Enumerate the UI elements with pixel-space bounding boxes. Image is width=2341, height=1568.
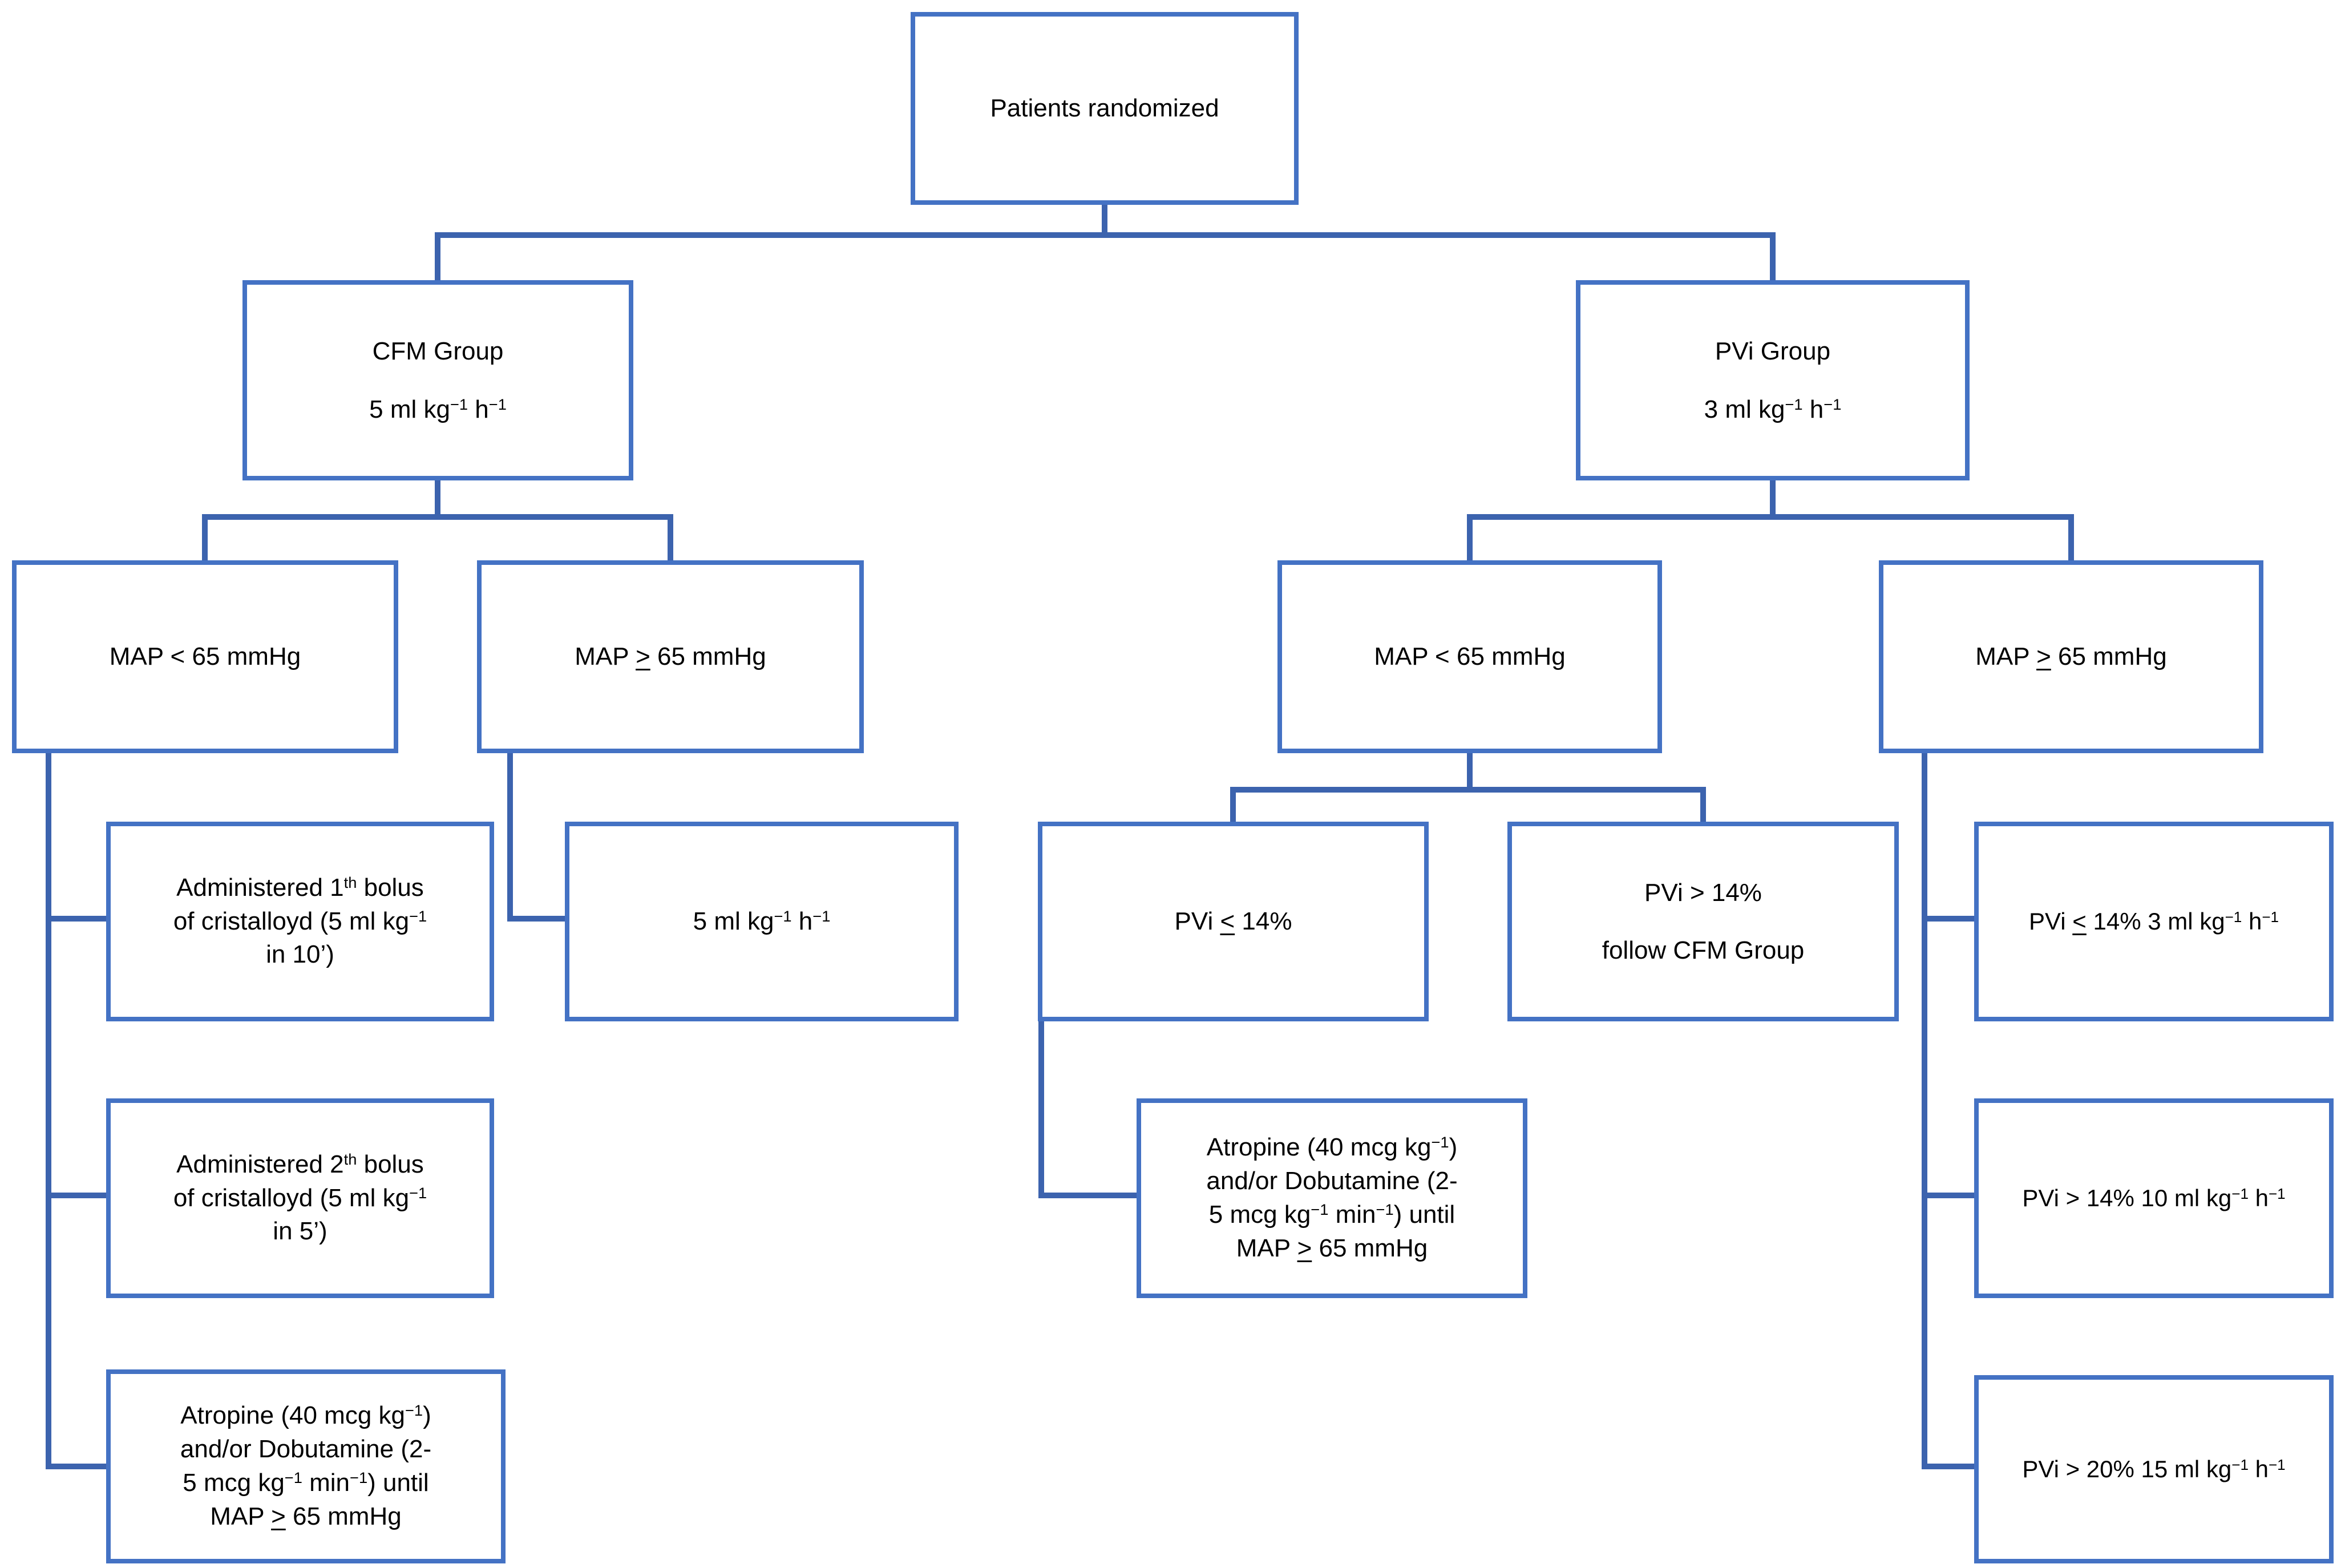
node-pvi-gt-20-15ml: PVi > 20% 15 ml kg−1 h−1 <box>1974 1375 2334 1563</box>
node-maintenance-5ml-label: 5 ml kg−1 h−1 <box>693 907 831 935</box>
node-pvi-map-lt-65-label: MAP < 65 mmHg <box>1374 642 1566 670</box>
node-cfm-map-lt-65-label: MAP < 65 mmHg <box>109 642 301 670</box>
node-cfm-map-ge-65: MAP > 65 mmHg <box>477 560 864 753</box>
connector-tier1-horizontal <box>435 232 1776 238</box>
connector-cfm-map-low-drop <box>202 514 208 560</box>
connector-cfm-chain-vertical <box>46 753 51 1469</box>
connector-root-stem <box>1102 205 1107 238</box>
node-pvi-gt-14-10ml-label: PVi > 14% 10 ml kg−1 h−1 <box>2022 1184 2286 1211</box>
node-pvi-gt-14-follow-cfm-label: PVi > 14%follow CFM Group <box>1602 878 1805 964</box>
node-atropine-dobutamine-cfm-label: Atropine (40 mcg kg−1)and/or Dobutamine … <box>180 1401 432 1530</box>
connector-pvi-low-drop <box>1230 787 1236 822</box>
connector-pvi-chain-vertical <box>1922 753 1927 1469</box>
connector-maintenance-stub <box>507 916 565 922</box>
connector-pvi-map-low-stem <box>1467 753 1473 793</box>
node-maintenance-5ml: 5 ml kg−1 h−1 <box>565 822 959 1021</box>
node-atropine-dobutamine-pvi-label: Atropine (40 mcg kg−1)and/or Dobutamine … <box>1206 1133 1458 1262</box>
connector-cfm-chain-stub-1 <box>46 916 106 922</box>
node-pvi-gt-14-10ml: PVi > 14% 10 ml kg−1 h−1 <box>1974 1098 2334 1298</box>
connector-pvi-map-high-drop <box>2068 514 2074 560</box>
connector-pvi-chain-stub-1 <box>1922 916 1974 922</box>
node-patients-randomized: Patients randomized <box>911 12 1299 205</box>
node-cfm-map-ge-65-label: MAP > 65 mmHg <box>575 642 766 670</box>
connector-pvi-split-horizontal <box>1230 787 1706 793</box>
node-pvi-map-lt-65: MAP < 65 mmHg <box>1277 560 1662 753</box>
connector-pvi-horizontal <box>1467 514 2074 520</box>
connector-atropine-pvi-vertical <box>1038 1021 1044 1198</box>
connector-atropine-pvi-stub <box>1038 1193 1137 1198</box>
node-pvi-le-14-3ml: PVi < 14% 3 ml kg−1 h−1 <box>1974 822 2334 1021</box>
connector-cfm-horizontal <box>202 514 673 520</box>
node-pvi-le-14-label: PVi < 14% <box>1174 907 1292 935</box>
node-patients-randomized-label: Patients randomized <box>990 94 1219 122</box>
connector-pvi-high-drop <box>1700 787 1706 822</box>
node-pvi-le-14: PVi < 14% <box>1038 822 1429 1021</box>
node-atropine-dobutamine-cfm: Atropine (40 mcg kg−1)and/or Dobutamine … <box>106 1369 506 1563</box>
connector-pvi-drop <box>1770 232 1776 280</box>
connector-cfm-chain-stub-2 <box>46 1193 106 1198</box>
node-cfm-map-lt-65: MAP < 65 mmHg <box>12 560 398 753</box>
node-pvi-gt-14-follow-cfm: PVi > 14%follow CFM Group <box>1507 822 1899 1021</box>
connector-cfm-map-high-drop <box>668 514 673 560</box>
connector-cfm-stem <box>435 480 440 520</box>
node-pvi-gt-20-15ml-label: PVi > 20% 15 ml kg−1 h−1 <box>2022 1455 2286 1482</box>
connector-cfm-drop <box>435 232 440 280</box>
connector-pvi-stem <box>1770 480 1776 520</box>
node-pvi-map-ge-65: MAP > 65 mmHg <box>1879 560 2263 753</box>
node-pvi-le-14-3ml-label: PVi < 14% 3 ml kg−1 h−1 <box>2029 907 2279 935</box>
connector-maintenance-vertical <box>507 753 513 922</box>
connector-pvi-map-low-drop <box>1467 514 1473 560</box>
node-atropine-dobutamine-pvi: Atropine (40 mcg kg−1)and/or Dobutamine … <box>1137 1098 1527 1298</box>
connector-pvi-chain-stub-2 <box>1922 1193 1974 1198</box>
node-pvi-map-ge-65-label: MAP > 65 mmHg <box>1975 642 2167 670</box>
connector-cfm-chain-stub-3 <box>46 1464 106 1469</box>
connector-pvi-chain-stub-3 <box>1922 1464 1974 1469</box>
